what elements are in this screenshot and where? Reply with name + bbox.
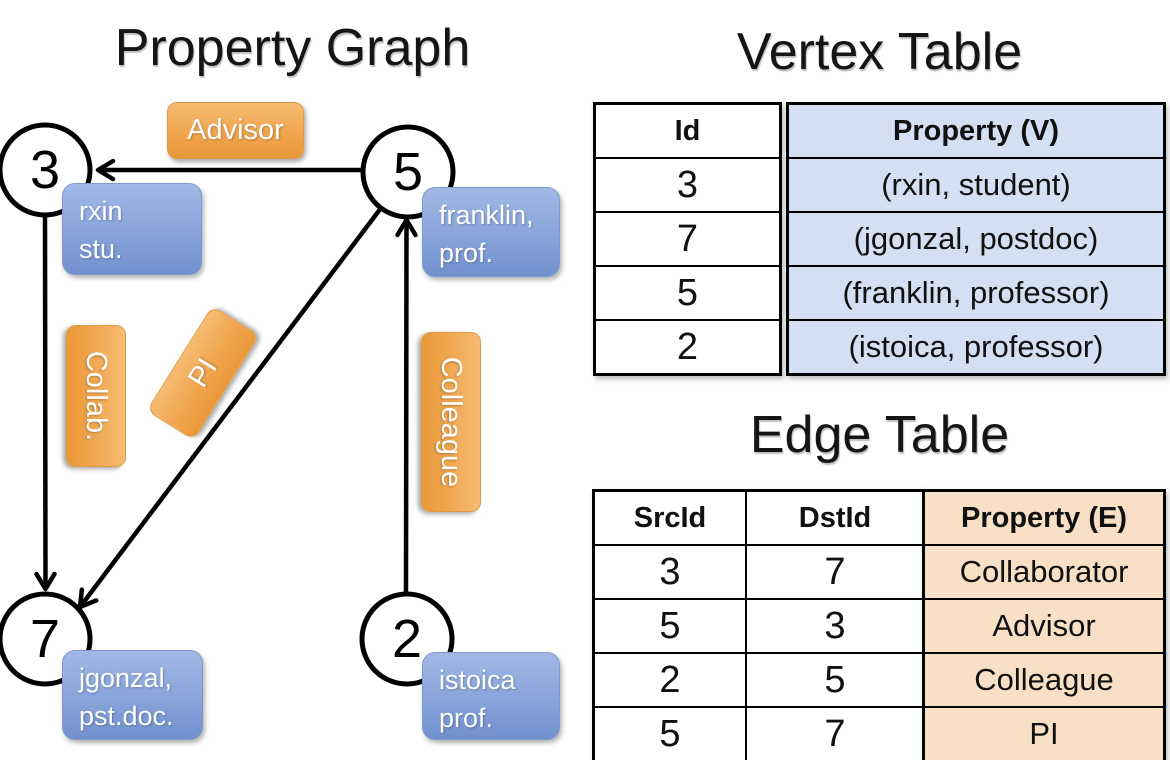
node-5-id: 5 — [392, 142, 424, 202]
edge-dstid-cell: 7 — [745, 544, 926, 600]
edge-label-collab: Collab. — [66, 325, 126, 467]
table-row: 2 5 — [592, 652, 926, 708]
edge-property-cell: Advisor — [922, 598, 1166, 654]
edge-5-to-7-pi — [77, 206, 383, 610]
property-graph-title: Property Graph — [114, 19, 471, 77]
vertex-property-box-jgonzal: jgonzal, pst.doc. — [62, 650, 203, 740]
edge-2-to-5-colleague — [395, 217, 418, 593]
table-row: 5 7 — [592, 706, 926, 760]
table-row: 2 — [593, 319, 782, 376]
vertex-property-box-istoica: istoica prof. — [422, 652, 560, 740]
vertex-property-line: stu. — [79, 234, 123, 264]
table-header-row: SrcId DstId — [592, 489, 926, 546]
table-header-row: Id — [593, 102, 782, 159]
vertex-property-line: pst.doc. — [79, 701, 174, 731]
edge-property-header: Property (E) — [922, 489, 1166, 546]
vertex-property-cell: (istoica, professor) — [786, 319, 1166, 376]
vertex-id-cell: 2 — [593, 319, 782, 376]
vertex-property-line: prof. — [439, 238, 494, 268]
edge-property-cell: Collaborator — [922, 544, 1166, 600]
table-header-row: Property (E) — [922, 489, 1166, 546]
edge-table-title: Edge Table — [749, 406, 1010, 464]
vertex-id-cell: 3 — [593, 157, 782, 213]
vertex-property-line: istoica — [439, 665, 516, 695]
table-row: 3 7 — [592, 544, 926, 600]
edge-srcid-cell: 2 — [592, 652, 747, 708]
table-header-row: Property (V) — [786, 102, 1166, 159]
edge-dstid-header: DstId — [745, 489, 926, 546]
table-row: (franklin, professor) — [786, 265, 1166, 321]
table-row: Advisor — [922, 598, 1166, 654]
edge-dstid-cell: 3 — [745, 598, 926, 654]
table-row: (jgonzal, postdoc) — [786, 211, 1166, 267]
table-row: (rxin, student) — [786, 157, 1166, 213]
vertex-property-box-rxin: rxin stu. — [62, 183, 202, 275]
edge-dstid-cell: 7 — [745, 706, 926, 760]
edge-srcid-cell: 3 — [592, 544, 747, 600]
table-row: PI — [922, 706, 1166, 760]
edge-property-cell: PI — [922, 706, 1166, 760]
edge-srcid-cell: 5 — [592, 706, 747, 760]
vertex-id-header: Id — [593, 102, 782, 159]
table-row: 5 3 — [592, 598, 926, 654]
vertex-property-header: Property (V) — [786, 102, 1166, 159]
table-row: Collaborator — [922, 544, 1166, 600]
edge-3-to-7-collab — [34, 215, 57, 592]
vertex-property-line: prof. — [439, 703, 494, 733]
node-3-id: 3 — [29, 140, 61, 200]
table-row: (istoica, professor) — [786, 319, 1166, 376]
edge-table-property-column: Property (E) Collaborator Advisor Collea… — [922, 489, 1166, 760]
vertex-table-title: Vertex Table — [736, 23, 1023, 81]
edge-property-cell: Colleague — [922, 652, 1166, 708]
table-row: 3 — [593, 157, 782, 213]
vertex-property-cell: (jgonzal, postdoc) — [786, 211, 1166, 267]
vertex-property-box-franklin: franklin, prof. — [422, 187, 560, 277]
node-2-id: 2 — [391, 609, 423, 669]
vertex-property-cell: (rxin, student) — [786, 157, 1166, 213]
edge-table-id-columns: SrcId DstId 3 7 5 3 2 5 5 7 — [592, 489, 926, 760]
vertex-property-line: franklin, — [439, 200, 534, 230]
edge-srcid-cell: 5 — [592, 598, 747, 654]
table-row: Colleague — [922, 652, 1166, 708]
edge-dstid-cell: 5 — [745, 652, 926, 708]
vertex-table-property-column: Property (V) (rxin, student) (jgonzal, p… — [786, 102, 1166, 376]
vertex-id-cell: 5 — [593, 265, 782, 321]
edge-label-colleague: Colleague — [421, 332, 481, 512]
node-7-id: 7 — [29, 609, 61, 669]
edge-label-advisor: Advisor — [167, 102, 304, 159]
vertex-id-cell: 7 — [593, 211, 782, 267]
vertex-property-line: rxin — [79, 196, 123, 226]
table-row: 5 — [593, 265, 782, 321]
vertex-property-cell: (franklin, professor) — [786, 265, 1166, 321]
vertex-property-line: jgonzal, — [79, 663, 173, 693]
vertex-table-id-column: Id 3 7 5 2 — [593, 102, 782, 376]
edge-srcid-header: SrcId — [592, 489, 747, 546]
table-row: 7 — [593, 211, 782, 267]
